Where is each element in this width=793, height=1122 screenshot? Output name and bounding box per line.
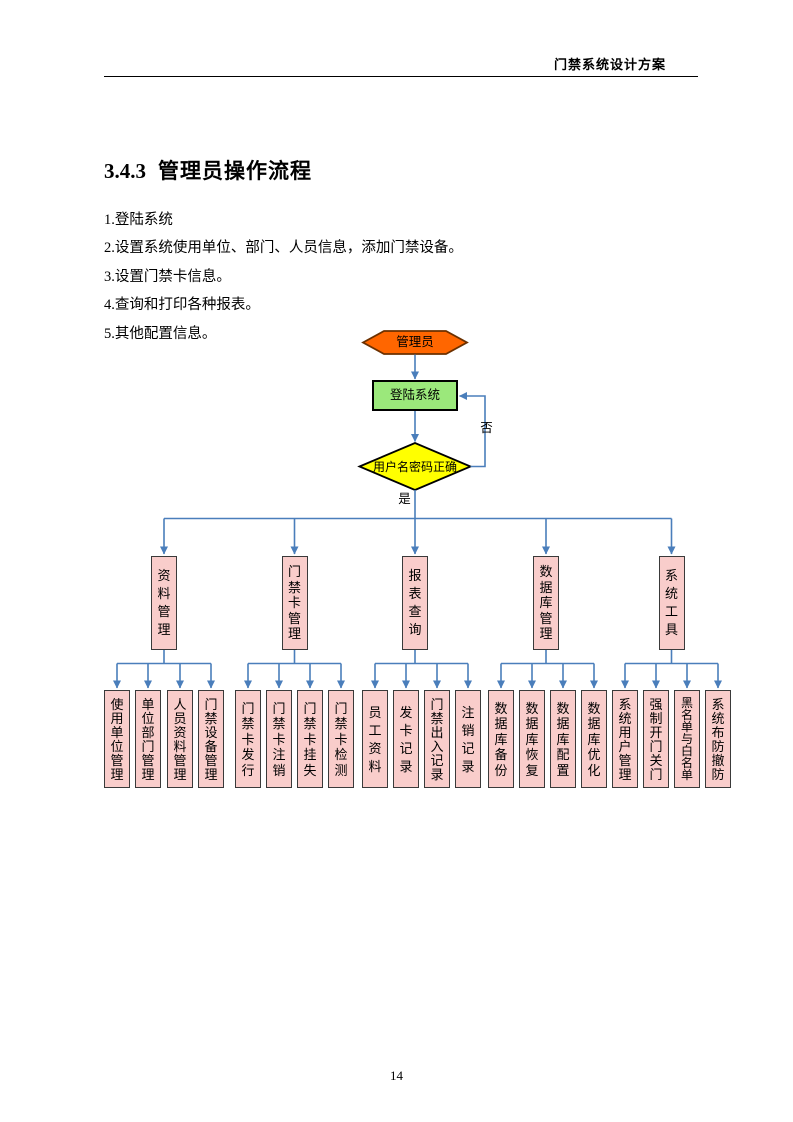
- child-box: 门禁卡挂失: [297, 690, 323, 788]
- login-node-label: 登陆系统: [389, 388, 440, 403]
- child-box: 人员资料管理: [167, 690, 193, 788]
- section-heading: 3.4.3 管理员操作流程: [104, 155, 312, 185]
- group-box: 资料管理: [151, 555, 177, 650]
- child-box: 员工资料: [362, 690, 388, 788]
- child-box: 注销记录: [455, 690, 481, 788]
- section-number: 3.4.3: [104, 159, 146, 183]
- child-box: 数据库恢复: [519, 690, 545, 788]
- child-box: 门禁卡检测: [328, 690, 354, 788]
- child-box: 系统布防撤防: [705, 690, 731, 788]
- group-box: 系统工具: [658, 555, 685, 650]
- section-title: 管理员操作流程: [158, 159, 312, 183]
- group-box: 报表查询: [402, 555, 428, 650]
- decision-no-label: 否: [480, 420, 493, 435]
- group-box: 数据库管理: [533, 555, 559, 650]
- decision-yes-label: 是: [398, 491, 411, 506]
- child-box: 强制开门关门: [643, 690, 669, 788]
- decision-node-label: 用户名密码正确: [372, 459, 457, 474]
- login-rect-shape: [372, 380, 458, 411]
- child-box: 系统用户管理: [612, 690, 638, 788]
- start-hexagon-shape: [361, 330, 469, 355]
- start-node-label: 管理员: [396, 335, 434, 350]
- header-title: 门禁系统设计方案: [553, 57, 666, 72]
- child-box: 数据库优化: [581, 690, 607, 788]
- child-box: 门禁卡注销: [266, 690, 292, 788]
- child-box: 黑名单与白名单: [674, 690, 700, 788]
- page-number: 14: [390, 1068, 403, 1083]
- step-item: 1.登陆系统: [104, 212, 173, 228]
- child-box: 门禁设备管理: [198, 690, 224, 788]
- steps-list: 1.登陆系统 2.设置系统使用单位、部门、人员信息，添加门禁设备。 3.设置门禁…: [104, 206, 463, 348]
- child-box: 数据库备份: [488, 690, 514, 788]
- child-box: 使用单位管理: [104, 690, 130, 788]
- step-item: 3.设置门禁卡信息。: [104, 268, 231, 285]
- child-box: 门禁卡发行: [235, 690, 261, 788]
- child-box: 发卡记录: [393, 690, 419, 788]
- step-item: 5.其他配置信息。: [104, 325, 217, 342]
- child-box: 单位部门管理: [135, 690, 161, 788]
- step-item: 2.设置系统使用单位、部门、人员信息，添加门禁设备。: [104, 240, 463, 257]
- child-box: 数据库配置: [550, 690, 576, 788]
- group-box: 门禁卡管理: [281, 555, 308, 650]
- step-item: 4.查询和打印各种报表。: [104, 297, 260, 314]
- page-header: 门禁系统设计方案: [104, 0, 698, 77]
- child-box: 门禁出入记录: [424, 690, 450, 788]
